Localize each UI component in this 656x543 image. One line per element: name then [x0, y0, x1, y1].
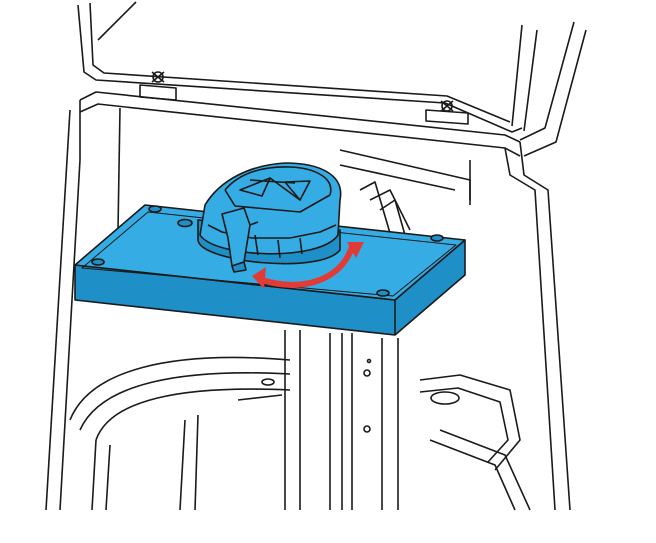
z-axis-rail	[284, 330, 399, 510]
printer-lid	[77, 1, 587, 157]
rotation-arrow	[252, 242, 364, 289]
printer-frame	[45, 91, 571, 511]
locking-knob	[197, 162, 342, 273]
